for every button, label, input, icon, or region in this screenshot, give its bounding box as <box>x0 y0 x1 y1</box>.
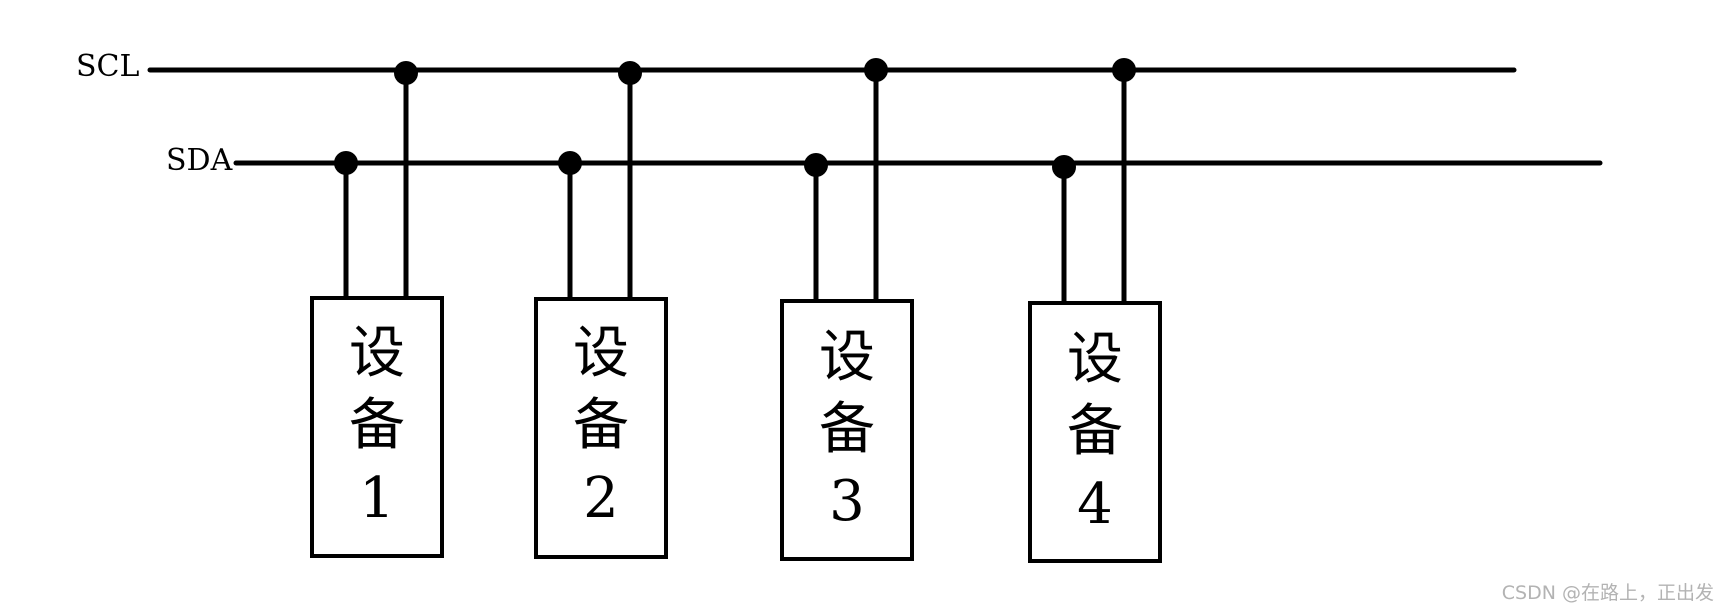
csdn-watermark: CSDN @在路上，正出发 <box>1501 582 1714 604</box>
device-3-number: 3 <box>829 469 865 534</box>
device-2-line1: 设 <box>573 321 629 386</box>
device-4-number: 4 <box>1077 472 1113 537</box>
device-4-line2: 备 <box>1067 399 1123 464</box>
device-4-box <box>1028 301 1162 563</box>
device-1-line2: 备 <box>349 393 405 458</box>
device-2-box <box>534 297 668 559</box>
device-3-line1: 设 <box>819 325 875 390</box>
device-3: 设 备 3 <box>780 58 914 561</box>
scl-label: SCL <box>76 49 140 84</box>
device-4-sda-junction <box>1052 155 1076 179</box>
device-1-sda-junction <box>334 151 358 175</box>
device-3-sda-junction <box>804 153 828 177</box>
device-2-number: 2 <box>583 466 619 531</box>
device-4-scl-junction <box>1112 58 1136 82</box>
device-4: 设 备 4 <box>1028 58 1162 563</box>
device-3-box <box>780 299 914 561</box>
device-3-line2: 备 <box>819 397 875 462</box>
device-1-number: 1 <box>359 466 395 531</box>
device-2-line2: 备 <box>573 393 629 458</box>
device-1-line1: 设 <box>349 321 405 386</box>
device-2-scl-junction <box>618 61 642 85</box>
device-2: 设 备 2 <box>534 61 668 559</box>
device-1-box <box>310 296 444 558</box>
device-2-sda-junction <box>558 151 582 175</box>
device-4-line1: 设 <box>1067 327 1123 392</box>
device-1-scl-junction <box>394 61 418 85</box>
device-3-scl-junction <box>864 58 888 82</box>
device-1: 设 备 1 <box>310 61 444 558</box>
sda-label: SDA <box>166 143 233 178</box>
